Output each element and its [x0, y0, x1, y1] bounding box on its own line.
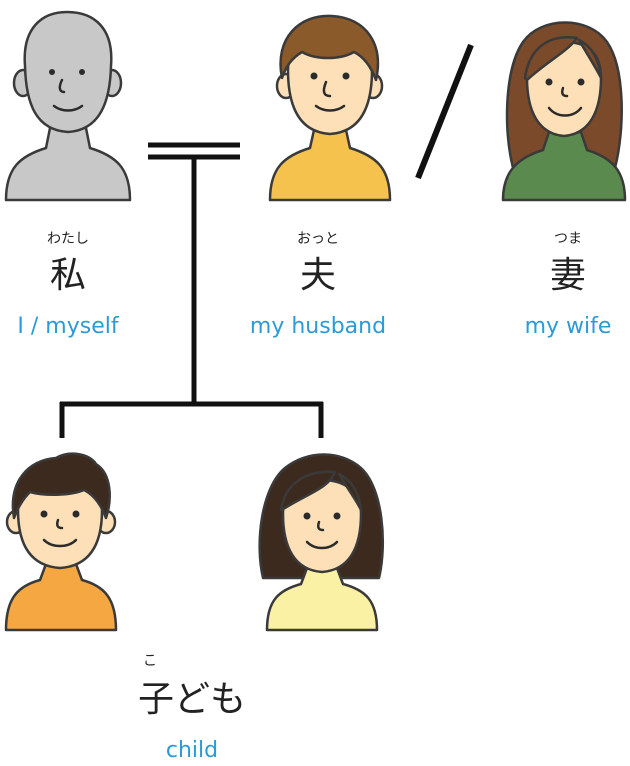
child-word: 子ども — [137, 679, 246, 720]
husband-gloss: my husband — [249, 314, 387, 339]
child-gloss: child — [165, 738, 219, 763]
slash-divider — [415, 43, 474, 180]
me-word: 私 — [49, 255, 86, 296]
wife-word: 妻 — [549, 255, 586, 296]
boy-icon — [4, 452, 118, 632]
husband-icon — [268, 14, 392, 202]
me-ruby: わたし — [47, 231, 89, 247]
husband-word: 夫 — [299, 255, 336, 296]
wife-icon — [501, 21, 627, 202]
child-ruby: こ — [143, 653, 157, 669]
person-silhouette-icon — [4, 10, 132, 202]
wife-gloss: my wife — [524, 314, 612, 339]
girl-icon — [258, 453, 384, 632]
husband-ruby: おっと — [297, 231, 339, 247]
me-gloss: I / myself — [17, 314, 119, 339]
wife-ruby: つま — [554, 231, 582, 247]
